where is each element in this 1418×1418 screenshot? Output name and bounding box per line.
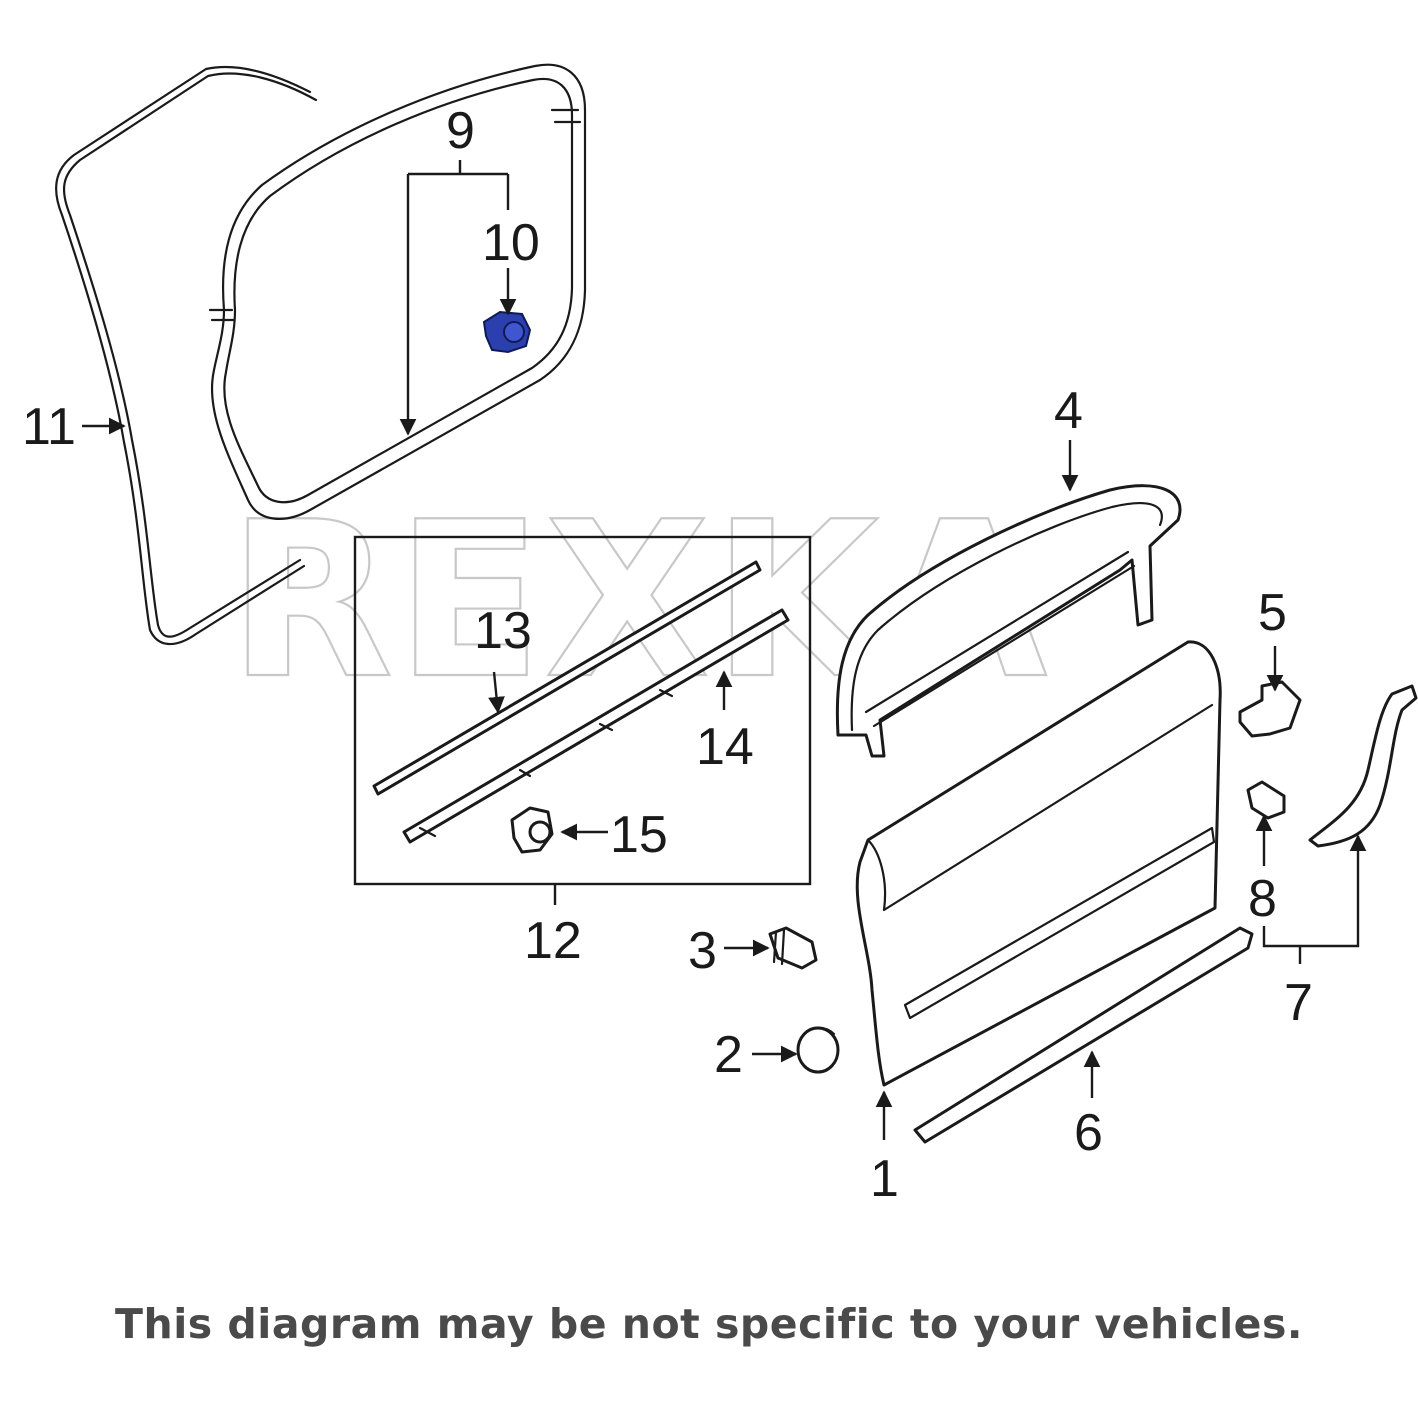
callout-3: 3 bbox=[688, 922, 717, 980]
callout-2: 2 bbox=[714, 1026, 743, 1084]
part-10-clip-highlighted bbox=[482, 310, 532, 354]
part-1-door-shell bbox=[855, 640, 1222, 1087]
callout-15: 15 bbox=[610, 806, 668, 864]
callout-9: 9 bbox=[446, 102, 475, 160]
part-11-body-weatherstrip bbox=[55, 65, 318, 646]
part-4-window-frame bbox=[835, 484, 1182, 758]
part-14-inner-belt-weatherstrip bbox=[402, 608, 790, 844]
callout-12: 12 bbox=[524, 912, 582, 970]
part-8-fastener bbox=[1246, 780, 1286, 820]
part-2-plug bbox=[796, 1026, 840, 1074]
part-7-trim-strip bbox=[1308, 684, 1418, 848]
callout-labels: 11 9 10 13 14 15 12 4 5 8 7 3 2 1 6 bbox=[22, 102, 1313, 1208]
part-3-push-pin bbox=[768, 926, 818, 970]
part-5-clip bbox=[1238, 680, 1302, 738]
callout-1: 1 bbox=[870, 1150, 899, 1208]
part-13-outer-belt-molding bbox=[372, 560, 762, 796]
disclaimer-text: This diagram may be not specific to your… bbox=[115, 1300, 1303, 1348]
part-6-rocker-molding bbox=[913, 926, 1254, 1144]
part-9-door-weatherstrip bbox=[208, 63, 587, 520]
callout-7: 7 bbox=[1284, 974, 1313, 1032]
callout-13: 13 bbox=[474, 602, 532, 660]
callout-8: 8 bbox=[1248, 870, 1277, 928]
callout-5: 5 bbox=[1258, 584, 1287, 642]
part-12-group-box bbox=[353, 535, 812, 886]
callout-14: 14 bbox=[696, 718, 754, 776]
callout-4: 4 bbox=[1054, 382, 1083, 440]
callout-6: 6 bbox=[1074, 1104, 1103, 1162]
callout-10: 10 bbox=[482, 214, 540, 272]
leader-lines bbox=[82, 160, 1367, 1140]
callout-11: 11 bbox=[22, 398, 76, 456]
part-15-molding-clip bbox=[510, 806, 554, 854]
